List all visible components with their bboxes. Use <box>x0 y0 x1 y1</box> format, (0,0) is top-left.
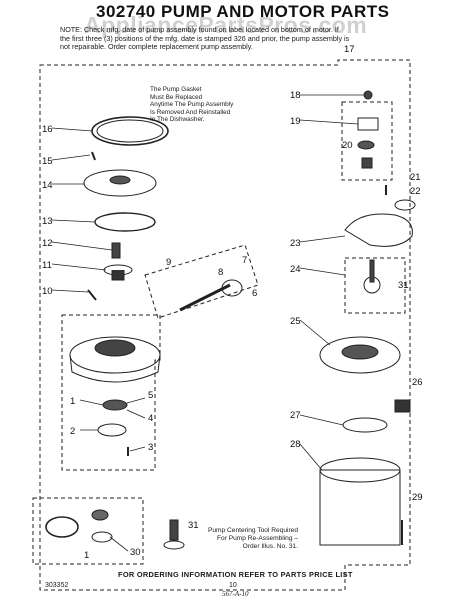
callout-4: 4 <box>148 413 153 424</box>
callout-21: 21 <box>410 172 421 183</box>
callout-28: 28 <box>290 439 301 450</box>
page-title: 302740 PUMP AND MOTOR PARTS <box>96 2 390 21</box>
callout-10: 10 <box>42 286 53 297</box>
callout-19: 19 <box>290 116 301 127</box>
callout-16: 16 <box>42 124 53 135</box>
callout-6: 6 <box>252 288 257 299</box>
callout-13: 13 <box>42 216 53 227</box>
callout-25: 25 <box>290 316 301 327</box>
callout-5: 5 <box>148 390 153 401</box>
part-23 <box>344 213 413 247</box>
callout-7: 7 <box>242 255 247 266</box>
callout-11: 11 <box>42 260 52 271</box>
part-22 <box>394 199 416 211</box>
callout-24: 24 <box>290 264 301 275</box>
part-19 <box>357 117 379 131</box>
callout-9: 9 <box>166 257 171 268</box>
callout-18: 18 <box>290 90 301 101</box>
callout-2: 2 <box>70 426 75 437</box>
note-text: NOTE: Check mfg. date of pump assembly f… <box>60 25 350 52</box>
callout-22: 22 <box>410 186 421 197</box>
handwritten-note: 567-A-10 <box>222 590 249 598</box>
callout-14: 14 <box>42 180 53 191</box>
part-1 <box>102 399 128 411</box>
box-9 <box>144 244 259 319</box>
part-30-ring <box>45 516 79 538</box>
part-2 <box>97 423 127 437</box>
document-number: 303352 <box>45 582 69 589</box>
part-31-tool <box>169 519 179 541</box>
callout-31a: 31 <box>398 280 409 291</box>
part-12 <box>111 242 121 259</box>
part-26 <box>394 399 411 413</box>
seal-kit-box <box>32 497 144 565</box>
callout-27: 27 <box>290 410 301 421</box>
part-13-ring <box>94 212 156 232</box>
gasket-note: The Pump Gasket Must Be Replaced Anytime… <box>150 86 234 124</box>
callout-15: 15 <box>42 156 53 167</box>
callout-31b: 31 <box>188 520 199 531</box>
callout-3: 3 <box>148 442 153 453</box>
callout-1b: 1 <box>70 396 75 407</box>
callout-1: 1 <box>84 550 89 561</box>
callout-23: 23 <box>290 238 301 249</box>
footer-ordering-info: FOR ORDERING INFORMATION REFER TO PARTS … <box>118 570 353 579</box>
part-25-motor-top <box>319 336 401 374</box>
part-15 <box>91 151 96 161</box>
part-14-plate <box>83 169 157 197</box>
callout-20: 20 <box>342 140 353 151</box>
part-28-motor <box>319 469 401 546</box>
box-24 <box>344 257 406 314</box>
pump-assembly-box <box>61 314 161 471</box>
part-27 <box>342 417 388 433</box>
callout-12: 12 <box>42 238 53 249</box>
callout-8: 8 <box>218 267 223 278</box>
tool-note: Pump Centering Tool Required For Pump Re… <box>207 527 298 550</box>
page-number: 10 <box>229 582 237 589</box>
callout-17: 17 <box>344 44 355 55</box>
watermark: AppliancePartsPros.com <box>84 12 368 38</box>
callout-29: 29 <box>412 492 423 503</box>
part-18 <box>363 90 373 100</box>
callout-30: 30 <box>130 547 141 558</box>
part-10 <box>87 289 97 301</box>
box-19 <box>341 101 393 181</box>
callout-26: 26 <box>412 377 423 388</box>
part-20 <box>357 140 375 150</box>
